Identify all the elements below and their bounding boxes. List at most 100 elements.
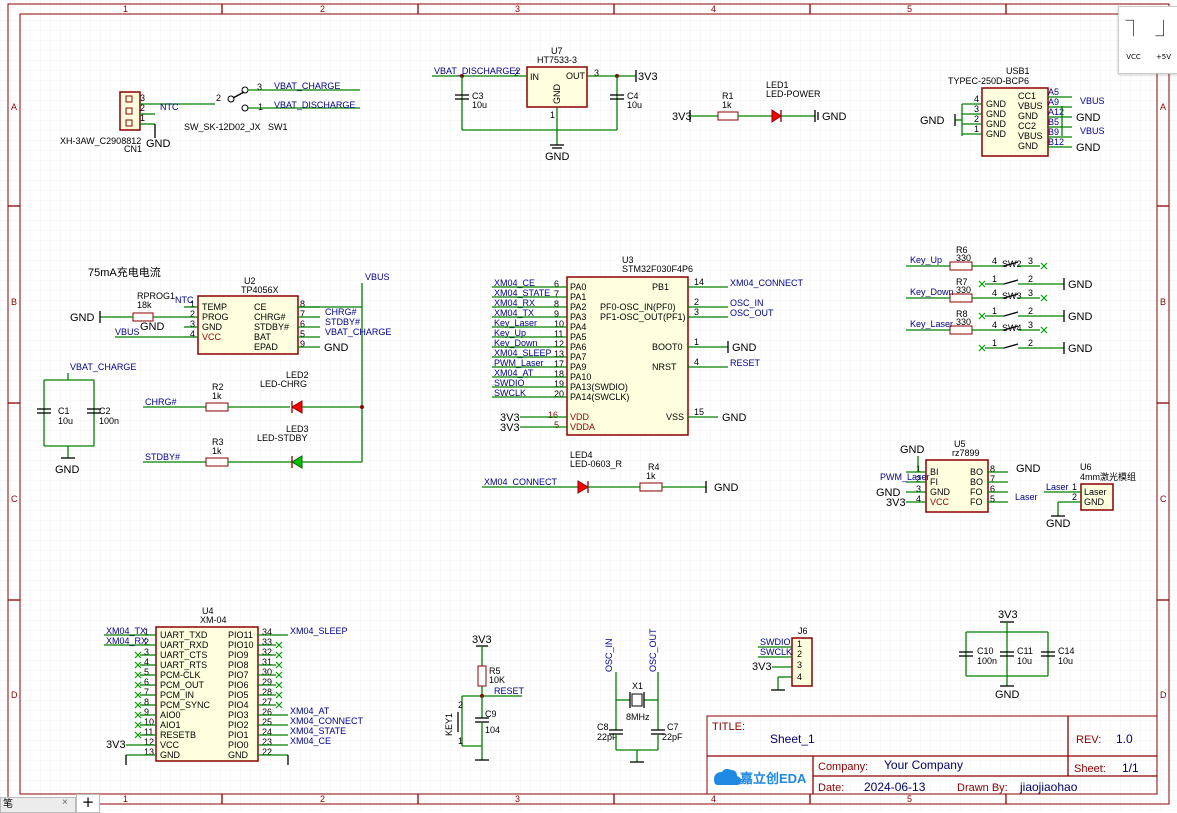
charge-caps[interactable]: VBAT_CHARGE C1 10u C2 100n GND: [37, 362, 136, 476]
row-label: D: [1160, 690, 1167, 700]
u7-pin: 3: [594, 68, 599, 78]
p5v-symbol-icon: ⏌: [1155, 19, 1172, 38]
gnd-label: GND: [995, 689, 1020, 701]
gnd-label: GND: [1076, 112, 1101, 124]
status-leds[interactable]: CHRG# R2 1k LED2 LED-CHRG STDBY# R3 1k L…: [143, 370, 364, 469]
u5-pin-num: 6: [990, 484, 995, 494]
x1-value: 8MHz: [626, 712, 650, 722]
gnd-label: GND: [55, 464, 80, 476]
vcc-tool-button[interactable]: ⏋ VCC: [1119, 7, 1148, 71]
net-label: OSC_IN: [730, 298, 764, 308]
r2-value: 1k: [212, 391, 222, 401]
u7-regulator[interactable]: U7 HT7533-3 IN OUT GND 2 3 1 3V3 VBAT_DI…: [432, 46, 658, 163]
v33-label: 3V3: [752, 661, 772, 673]
gnd-label: GND: [1016, 463, 1041, 475]
u4-pin-num: 34: [262, 627, 272, 637]
u5-pin-num: 7: [990, 474, 995, 484]
u4-pin-num: 13: [144, 747, 154, 757]
u4-pin-num: 25: [262, 717, 272, 727]
usb1-pin-num: A9: [1048, 97, 1059, 107]
c1-value: 10u: [58, 416, 73, 426]
u4-pin-name: PIO6: [228, 680, 249, 690]
net-label: VBAT_DISCHARGE2: [434, 66, 520, 76]
net-label: Key_Laser: [910, 319, 953, 329]
u4-pin-num: 6: [144, 677, 149, 687]
u2-pin-name: EPAD: [254, 342, 278, 352]
u5-pin-name: FI: [930, 477, 938, 487]
close-icon[interactable]: ×: [62, 797, 68, 808]
col-label: 4: [711, 794, 716, 804]
net-label: XM04_RX: [106, 636, 147, 646]
col-label: 3: [515, 794, 520, 804]
vbus-label: VBUS: [365, 272, 390, 282]
c1-ref: C1: [58, 406, 70, 416]
decoupling-caps[interactable]: 3V3 C10 100n C11 10u C14 10u GND: [959, 609, 1075, 701]
v33-label: 3V3: [500, 422, 520, 434]
sw1-ref: SW1: [268, 122, 288, 132]
u4-bt-module[interactable]: U4 XM-04 UART_TXD1XM04_TXUART_RXD2XM04_R…: [104, 606, 364, 765]
usb1-pin-name: GND: [986, 99, 1007, 109]
switch-pin: 1: [992, 338, 997, 348]
led1-value: LED-POWER: [766, 89, 821, 99]
c11-ref: C11: [1017, 646, 1033, 656]
add-sheet-button[interactable]: +: [76, 794, 100, 813]
u4-pin-num: 12: [144, 737, 154, 747]
u2-pin-name: VCC: [202, 332, 222, 342]
u4-pin-num: 9: [144, 707, 149, 717]
net-label: Key_Up: [494, 328, 526, 338]
vcc-tool-label: VCC: [1126, 53, 1141, 61]
u2-pin-num: 1: [190, 299, 195, 309]
u2-pin-num: 6: [300, 319, 305, 329]
net-label: Key_Laser: [494, 318, 537, 328]
usb1-pin-name: GND: [1018, 111, 1039, 121]
u4-pin-name: PIO4: [228, 700, 249, 710]
reset-circuit[interactable]: 3V3 R5 10K RESET KEY1 2 1 C9 104: [444, 634, 525, 761]
p5v-tool-button[interactable]: ⏌ +5V: [1149, 7, 1177, 71]
led2-ref: LED2: [286, 370, 309, 380]
net-label: XM04_CONNECT: [730, 278, 804, 288]
led2-value: LED-CHRG: [260, 379, 307, 389]
net-label: XM04_CE: [494, 278, 535, 288]
u4-value: XM-04: [200, 615, 227, 625]
oscillator-circuit[interactable]: OSC_IN OSC_OUT X1 8MHz C8 22pF C7 22pF: [597, 628, 683, 763]
net-label: SWCLK: [494, 388, 526, 398]
u7-pin: 2: [514, 68, 519, 78]
u6-laser-module[interactable]: U6 4mm激光模组 Laser GND 1 2 Laser GND: [1044, 462, 1136, 530]
rprog-ref: RPROG1: [137, 291, 175, 301]
c2-value: 100n: [99, 416, 119, 426]
usb1-pin-num: B9: [1048, 127, 1059, 137]
c10-ref: C10: [977, 646, 994, 656]
cn1-connector[interactable]: 3 2 1 NTC XH-3AW_C2908812 CN1 GND: [60, 91, 215, 154]
power-led-circuit[interactable]: 3V3 R1 1k LED1 LED-POWER GND: [672, 80, 847, 123]
u4-pin-name: PCM_OUT: [160, 680, 205, 690]
usb1-pin-num: A12: [1048, 107, 1064, 117]
u5-pin-name: FO: [970, 497, 983, 507]
usb1-pin-name: GND: [986, 119, 1007, 129]
usb1-pin-name: GND: [986, 129, 1007, 139]
gnd-label: GND: [876, 487, 901, 499]
j6-pin: 3: [797, 660, 802, 670]
connect-led[interactable]: XM04_CONNECT LED4 LED-0603_R R4 1k GND: [482, 450, 739, 494]
u3-pin-num: 13: [554, 349, 564, 359]
net-label: OSC_IN: [604, 638, 614, 672]
net-label: XM04_SLEEP: [290, 626, 348, 636]
sw1-switch[interactable]: 2 3 1 VBAT_CHARGE VBAT_DISCHARGE SW_SK-1…: [184, 81, 360, 132]
u5-pin-name: BO: [970, 477, 983, 487]
u3-vdda-pin: VDDA: [570, 422, 595, 432]
net-label: XM04_STATE: [290, 726, 346, 736]
key1-pin: 1: [458, 736, 463, 746]
date-value: 2024-06-13: [864, 780, 926, 794]
usb1-pin-num: 1: [974, 124, 979, 134]
u6-pin-num: 1: [1072, 482, 1077, 492]
j6-swd-header[interactable]: J6 1 2 3 4 SWDIO SWCLK 3V3: [752, 626, 813, 691]
col-label: 5: [907, 4, 912, 14]
